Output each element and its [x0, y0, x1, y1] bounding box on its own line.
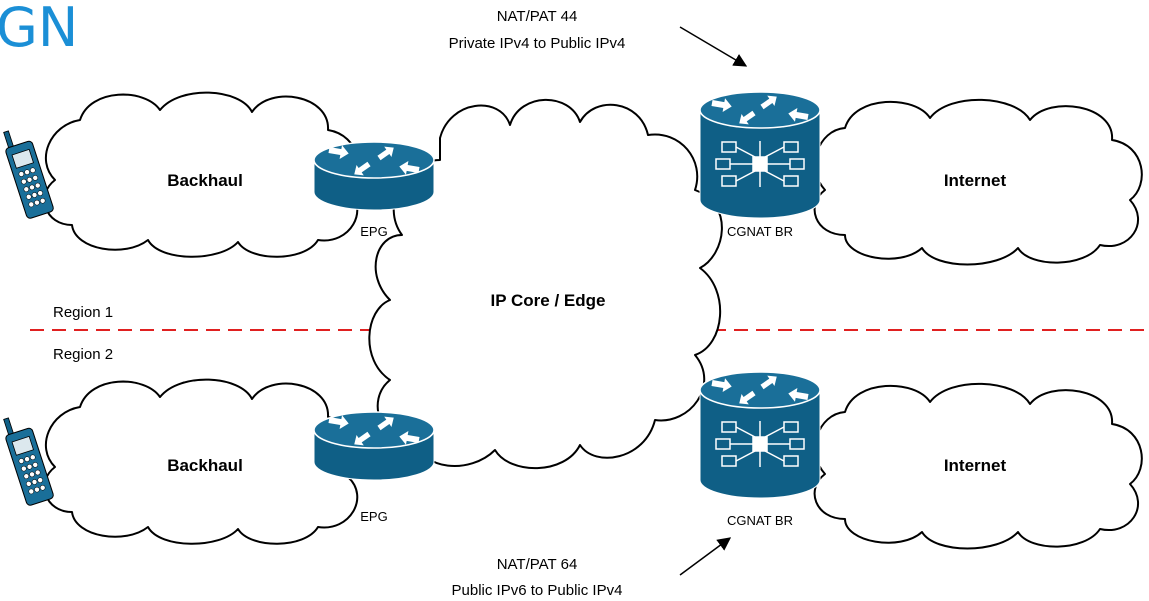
epg-bottom-label: EPG: [360, 509, 387, 524]
ip-core-cloud: [368, 98, 723, 470]
backhaul-bottom-label: Backhaul: [167, 456, 243, 475]
nat44-label: NAT/PAT 44: [497, 8, 578, 25]
epg-bottom-router: [313, 411, 435, 481]
mobile-phone-icon: [3, 130, 54, 219]
cgnat-bottom-label: CGNAT BR: [727, 513, 793, 528]
nat64-label: NAT/PAT 64: [497, 556, 578, 573]
region2-label: Region 2: [53, 346, 113, 363]
nat44-description: Private IPv4 to Public IPv4: [449, 35, 626, 52]
cgnat-top-label: CGNAT BR: [727, 224, 793, 239]
nat64-description: Public IPv6 to Public IPv4: [452, 582, 623, 599]
router-icon: [313, 411, 435, 481]
mobile-phone-bottom: [3, 417, 54, 506]
cgnat-bottom-router: [699, 371, 821, 499]
region1-label: Region 1: [53, 304, 113, 321]
backhaul-top-cloud: [43, 91, 360, 258]
mobile-phone-icon: [3, 417, 54, 506]
internet-top-cloud: [813, 98, 1143, 266]
internet-top-label: Internet: [944, 171, 1007, 190]
mobile-phone-top: [3, 130, 54, 219]
diagram-title: GN: [0, 0, 78, 59]
internet-bottom-label: Internet: [944, 456, 1007, 475]
internet-bottom-cloud: [813, 382, 1143, 550]
epg-top-router: [313, 141, 435, 211]
router-icon: [313, 141, 435, 211]
cgnat-top-router: [699, 91, 821, 219]
ip-core-cloud-label: IP Core / Edge: [491, 291, 606, 310]
cgnat-router-icon: [699, 371, 821, 499]
backhaul-bottom-cloud: [43, 378, 360, 545]
nat44-arrow: [679, 26, 748, 67]
backhaul-top-label: Backhaul: [167, 171, 243, 190]
nat64-arrow: [679, 537, 732, 576]
epg-top-label: EPG: [360, 224, 387, 239]
cgnat-router-icon: [699, 91, 821, 219]
